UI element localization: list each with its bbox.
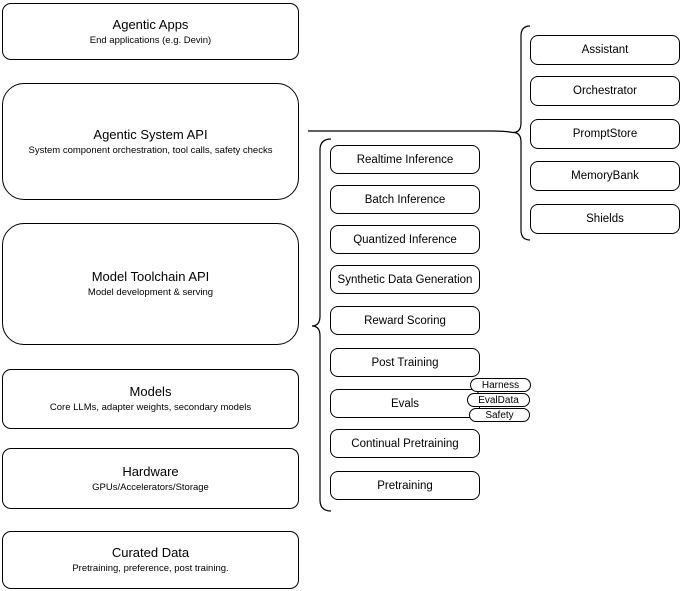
pill-label: Safety	[485, 409, 514, 421]
toolchain-item-realtime-inference: Realtime Inference	[330, 145, 480, 174]
box-title: Curated Data	[111, 545, 190, 560]
api-to-components-connector	[308, 130, 514, 134]
box-label: MemoryBank	[571, 170, 639, 182]
stack-box-agentic-apps: Agentic Apps End applications (e.g. Devi…	[2, 3, 299, 60]
toolchain-item-evals: Evals	[330, 389, 480, 418]
toolchain-item-pretraining: Pretraining	[330, 471, 480, 500]
box-subtitle: Core LLMs, adapter weights, secondary mo…	[49, 402, 252, 413]
eval-tag-harness: Harness	[470, 378, 531, 392]
box-label: Assistant	[581, 44, 629, 56]
component-orchestrator: Orchestrator	[530, 76, 680, 106]
box-label: Quantized Inference	[353, 233, 457, 246]
box-label: PromptStore	[572, 128, 638, 140]
box-label: Evals	[390, 397, 420, 410]
box-label: Realtime Inference	[356, 153, 454, 166]
component-promptstore: PromptStore	[530, 119, 680, 149]
box-title: Hardware	[122, 463, 179, 479]
toolchain-item-continual-pretraining: Continual Pretraining	[330, 429, 480, 458]
toolchain-item-quantized-inference: Quantized Inference	[330, 225, 480, 254]
box-title: Models	[129, 384, 172, 399]
box-label: Shields	[586, 213, 624, 225]
eval-tag-evaldata: EvalData	[467, 393, 530, 407]
box-subtitle: Model development & serving	[87, 287, 214, 298]
toolchain-item-reward-scoring: Reward Scoring	[330, 306, 480, 335]
box-label: Continual Pretraining	[351, 437, 459, 450]
system-components-bracket	[512, 25, 531, 241]
box-title: Agentic System API	[93, 126, 208, 142]
pill-label: EvalData	[478, 394, 519, 406]
toolchain-item-batch-inference: Batch Inference	[330, 185, 480, 214]
box-label: Pretraining	[377, 479, 433, 492]
eval-tag-safety: Safety	[469, 408, 530, 422]
box-subtitle: GPUs/Accelerators/Storage	[92, 481, 209, 493]
box-subtitle: End applications (e.g. Devin)	[89, 34, 212, 46]
box-label: Batch Inference	[364, 193, 446, 206]
box-label: Post Training	[371, 356, 439, 369]
stack-box-model-toolchain-api: Model Toolchain API Model development & …	[2, 223, 299, 345]
box-label: Synthetic Data Generation	[337, 273, 473, 286]
component-assistant: Assistant	[530, 35, 680, 65]
toolchain-item-post-training: Post Training	[330, 348, 480, 377]
pill-label: Harness	[481, 379, 520, 391]
stack-box-models: Models Core LLMs, adapter weights, secon…	[2, 369, 299, 429]
component-shields: Shields	[530, 204, 680, 234]
stack-box-agentic-system-api: Agentic System API System component orch…	[2, 83, 299, 200]
box-title: Model Toolchain API	[91, 269, 210, 284]
component-memorybank: MemoryBank	[530, 161, 680, 191]
box-title: Agentic Apps	[112, 16, 189, 32]
box-subtitle: System component orchestration, tool cal…	[28, 144, 273, 156]
box-label: Orchestrator	[573, 85, 637, 97]
toolchain-item-synthetic-data-generation: Synthetic Data Generation	[330, 265, 480, 294]
box-label: Reward Scoring	[364, 314, 446, 327]
stack-box-curated-data: Curated Data Pretraining, preference, po…	[2, 531, 299, 589]
stack-box-hardware: Hardware GPUs/Accelerators/Storage	[2, 448, 299, 509]
box-subtitle: Pretraining, preference, post training.	[72, 563, 229, 574]
toolchain-group-bracket	[311, 138, 332, 512]
